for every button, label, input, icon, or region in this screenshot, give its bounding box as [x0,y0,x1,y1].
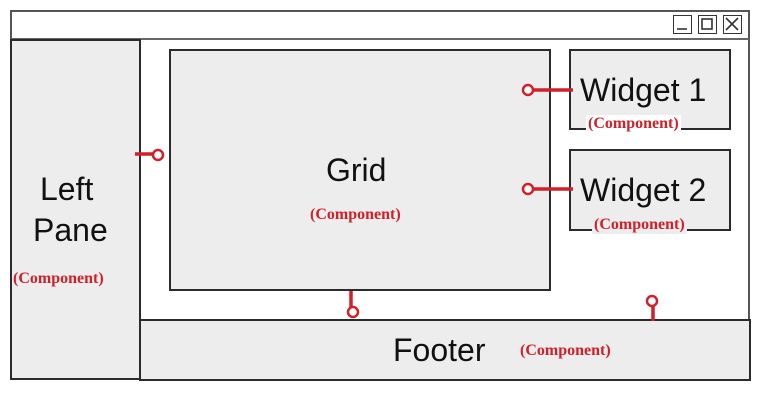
left-pane-title-line2: Pane [33,212,108,248]
close-icon [725,17,739,31]
connector-grid-bottom [346,291,360,319]
minimize-icon [677,28,687,30]
left-pane-component-tag: (Component) [13,270,104,287]
close-button[interactable] [723,15,742,34]
connector-widget1 [521,83,573,97]
footer-component-tag: (Component) [520,342,611,359]
footer-title: Footer [393,332,486,368]
maximize-icon [701,18,713,30]
connector-widget2 [521,182,573,196]
footer-panel [139,319,751,381]
title-bar [10,10,750,40]
widget2-component-tag: (Component) [592,216,687,234]
connector-footer-top [645,294,659,321]
maximize-button[interactable] [698,15,717,34]
widget1-title: Widget 1 [580,72,707,108]
minimize-button[interactable] [673,15,692,34]
grid-component-tag: (Component) [310,206,401,223]
widget2-title: Widget 2 [580,172,707,208]
grid-title: Grid [326,152,387,188]
left-pane [10,39,141,380]
grid-panel [169,49,551,291]
left-pane-title-line1: Left [40,171,94,207]
widget1-component-tag: (Component) [586,115,681,133]
connector-left-pane [135,148,165,162]
